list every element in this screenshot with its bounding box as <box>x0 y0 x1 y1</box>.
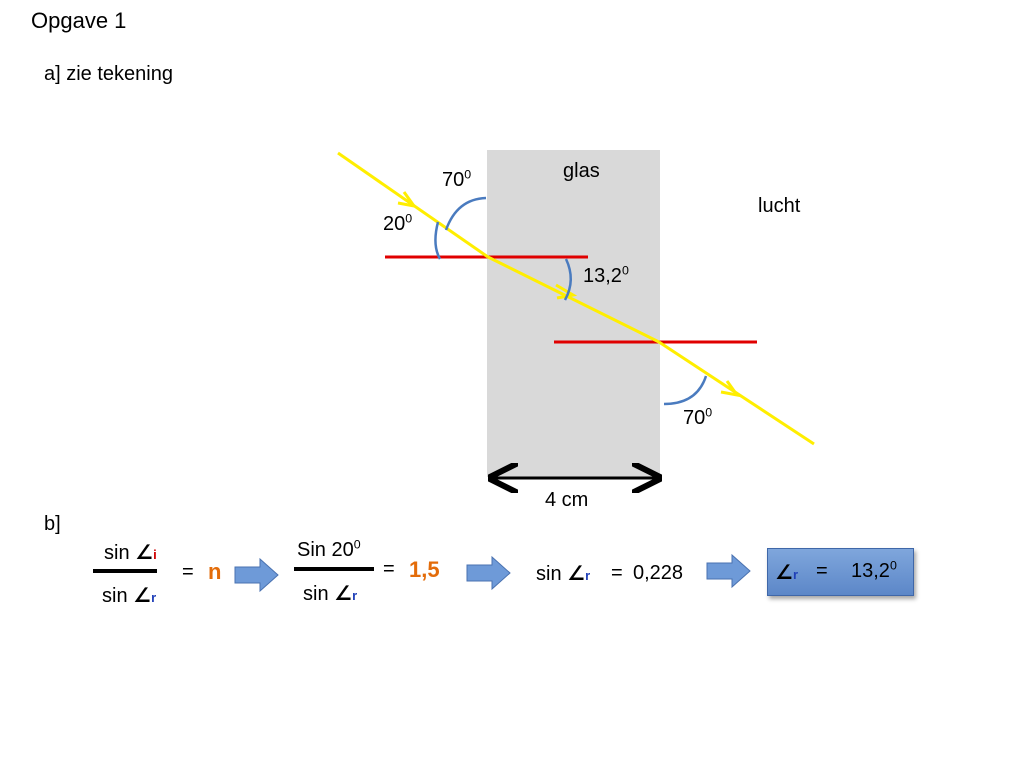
result-value: 13,20 <box>851 558 897 582</box>
angle-label-20: 200 <box>383 211 413 235</box>
ray-arrow-3 <box>720 380 741 398</box>
fraction-1-denominator: sin ∠r <box>102 585 157 607</box>
angle-arc-13-2 <box>563 258 572 301</box>
angle-arc-20 <box>434 221 442 260</box>
sin-r-value: 0,228 <box>633 562 684 584</box>
step-arrow-3 <box>706 553 751 589</box>
sin-r-expression: sin ∠r <box>536 563 591 585</box>
step-arrow-2 <box>466 555 511 591</box>
angle-label-70-top: 700 <box>442 167 472 191</box>
angle-arc-70-top <box>444 196 487 231</box>
result-angle: ∠r <box>775 562 798 584</box>
fraction-1-line <box>93 569 157 573</box>
equals-1: = <box>182 561 194 583</box>
angle-label-13-2: 13,20 <box>583 263 629 287</box>
fraction-2-numerator: Sin 200 <box>297 537 361 561</box>
ray-arrow-1 <box>397 191 418 209</box>
refracted-ray <box>487 255 660 344</box>
air-label: lucht <box>758 195 801 217</box>
glass-label: glas <box>563 160 600 182</box>
result-equals: = <box>816 560 828 582</box>
refractive-index-value: 1,5 <box>409 557 440 582</box>
angle-arc-70-bottom <box>663 375 708 406</box>
ray-arrow-2 <box>555 283 578 300</box>
angle-symbol: ∠ <box>135 542 154 564</box>
result-box: ∠r = 13,20 <box>767 548 914 596</box>
fraction-2-line <box>294 567 374 571</box>
part-a-label: a] zie tekening <box>44 63 173 85</box>
refractive-index-symbol: n <box>208 559 222 584</box>
glass-block <box>487 150 660 477</box>
equals-2: = <box>383 558 395 580</box>
part-b-label: b] <box>44 513 61 535</box>
angle-label-70-bottom: 700 <box>683 405 713 429</box>
equals-3: = <box>611 562 623 584</box>
page-heading: Opgave 1 <box>31 8 127 33</box>
fraction-2-denominator: sin ∠r <box>303 583 358 605</box>
width-label: 4 cm <box>545 489 589 511</box>
step-arrow-1 <box>234 557 279 593</box>
fraction-1-numerator: sin ∠i <box>104 542 157 564</box>
